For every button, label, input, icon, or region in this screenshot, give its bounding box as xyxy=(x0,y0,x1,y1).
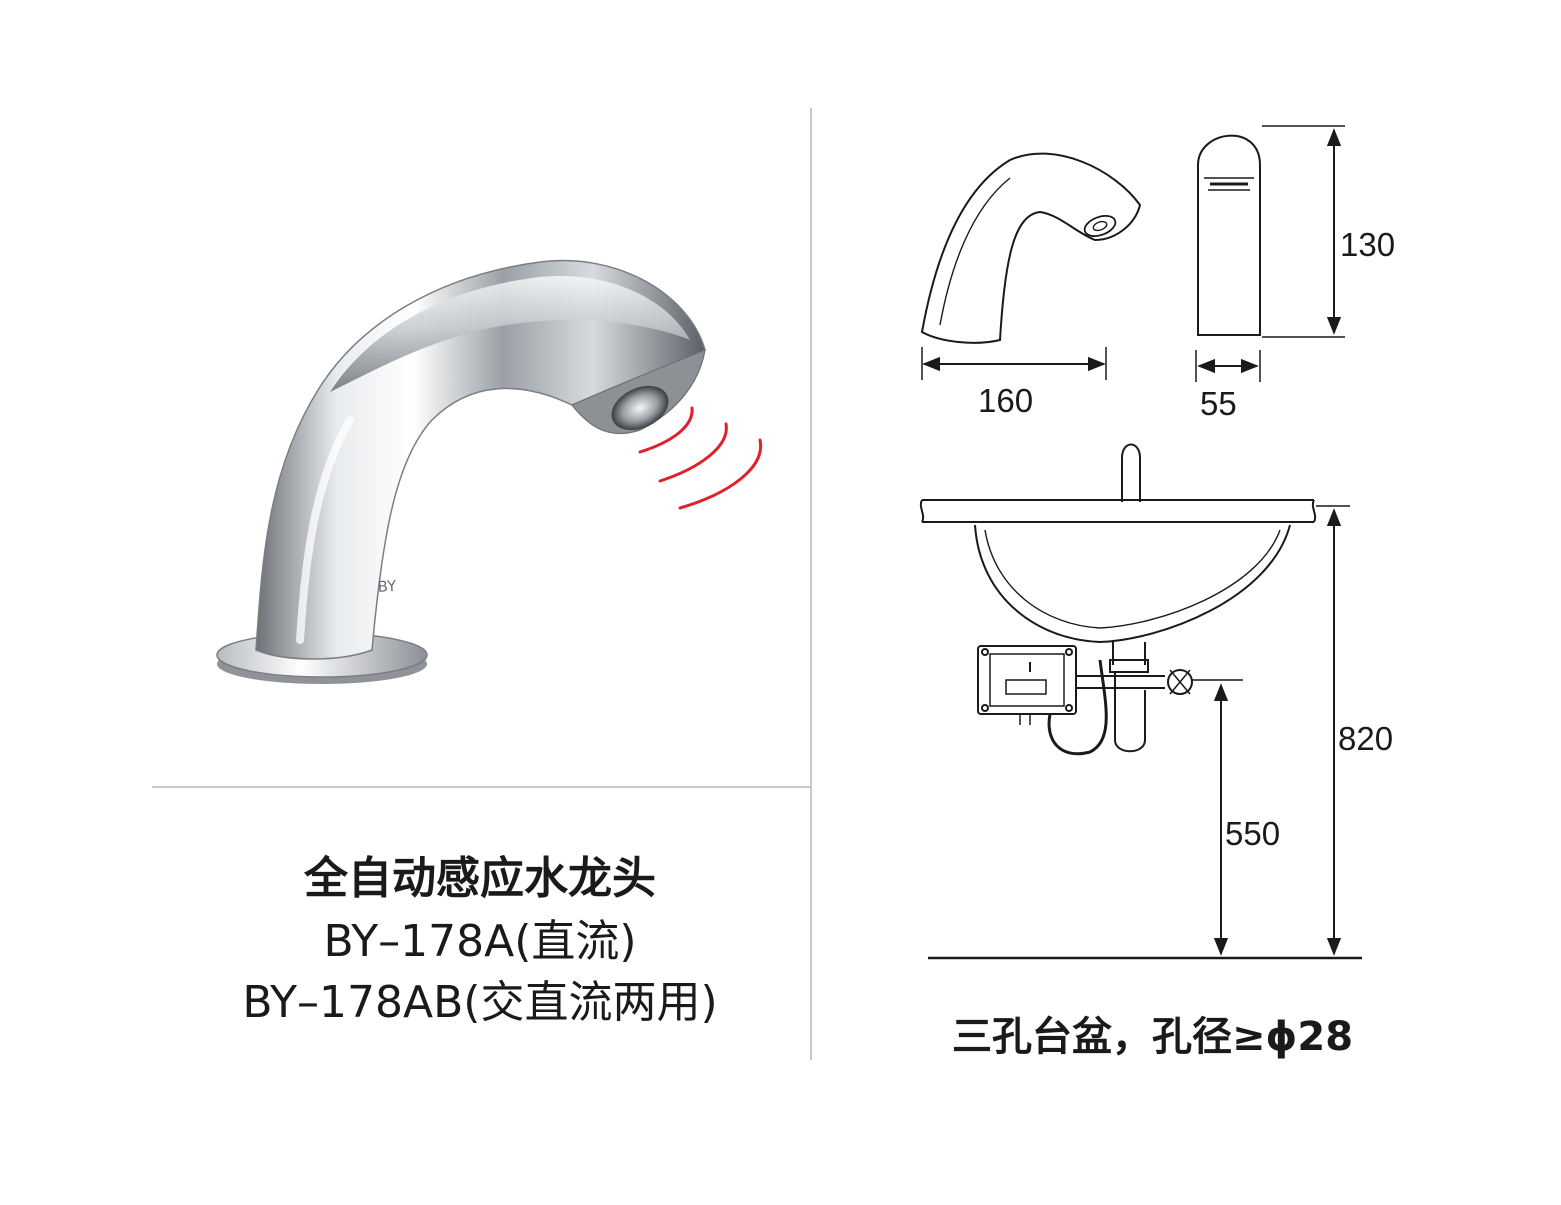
length-dimension: 160 xyxy=(978,382,1033,419)
front-view-drawing xyxy=(1197,134,1261,336)
installation-note: 三孔台盆，孔径≥ϕ28 xyxy=(952,1014,1354,1060)
valve xyxy=(1167,669,1193,695)
width-dimension: 55 xyxy=(1200,385,1237,422)
height-dimension: 130 xyxy=(1340,226,1395,263)
faucet-photo: BY xyxy=(216,259,706,684)
valve-height-dimension: 550 xyxy=(1225,815,1280,852)
model-acdc: BY–178AB(交直流两用) xyxy=(242,977,718,1028)
counter-height-dimension: 820 xyxy=(1338,720,1393,757)
svg-text:BY: BY xyxy=(377,577,398,596)
model-dc: BY–178A(直流) xyxy=(323,916,637,967)
sensor-window xyxy=(611,385,669,431)
product-name: 全自动感应水龙头 xyxy=(304,853,656,904)
control-box xyxy=(977,645,1077,715)
installation-diagram xyxy=(919,443,1362,960)
sensor-wave-icon xyxy=(638,406,763,510)
side-view-drawing xyxy=(920,152,1142,344)
